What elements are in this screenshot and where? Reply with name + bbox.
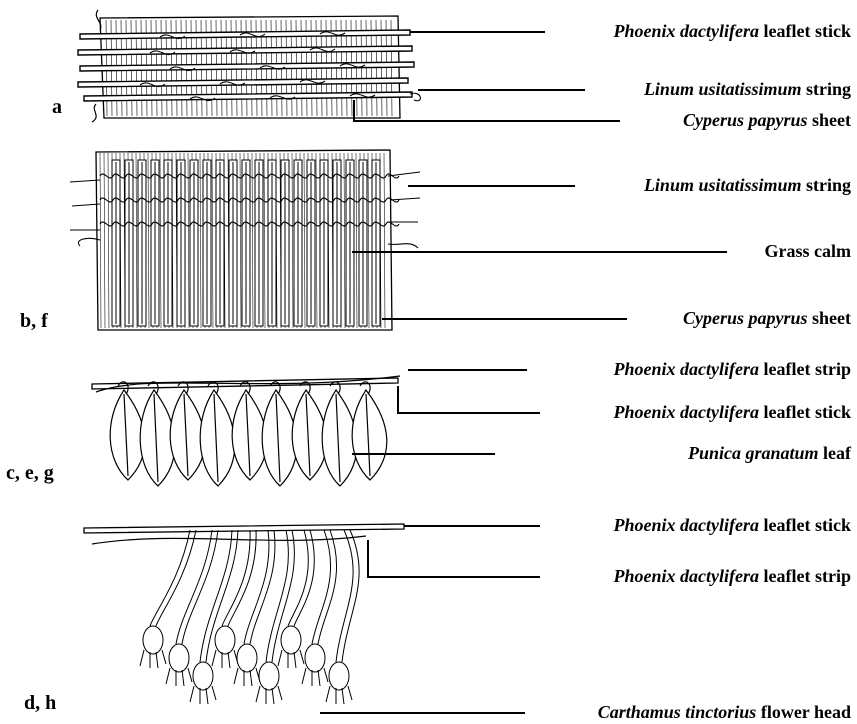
- label-d-stick: Phoenix dactylifera leaflet stick: [614, 515, 851, 535]
- label-b-string: Linum usitatissimum string: [644, 175, 851, 195]
- leaflet-strip-d: [92, 536, 366, 544]
- label-c-strip: Phoenix dactylifera leaflet strip: [614, 359, 851, 379]
- label-d-flower: Carthamus tinctorius flower head: [598, 702, 851, 722]
- label-a-sheet: Cyperus papyrus sheet: [683, 110, 851, 130]
- panel-letter-d: d, h: [24, 692, 56, 714]
- leaflet-stick-d: [84, 524, 404, 533]
- label-a-string: Linum usitatissimum string: [644, 79, 851, 99]
- leader-d-strip: [368, 540, 540, 577]
- label-c-leaf: Punica granatum leaf: [688, 443, 851, 463]
- safflower-heads: [140, 626, 352, 704]
- panel-letter-c: c, e, g: [6, 462, 54, 484]
- label-b-grass: Grass calm: [765, 241, 851, 261]
- panel-a-drawing: [78, 10, 420, 122]
- label-d-strip: Phoenix dactylifera leaflet strip: [614, 566, 851, 586]
- panel-letter-a: a: [52, 96, 62, 118]
- panel-letter-b: b, f: [20, 310, 48, 332]
- panel-c-drawing: [92, 376, 400, 486]
- safflower-stems: [150, 530, 359, 662]
- grass-calms-b: [112, 160, 380, 326]
- label-a-stick: Phoenix dactylifera leaflet stick: [614, 21, 851, 41]
- pomegranate-leaves: [110, 382, 387, 486]
- label-b-sheet: Cyperus papyrus sheet: [683, 308, 851, 328]
- label-c-stick: Phoenix dactylifera leaflet stick: [614, 402, 851, 422]
- panel-d-drawing: [84, 524, 404, 704]
- panel-b-drawing: [70, 150, 420, 330]
- leader-c-stick: [398, 386, 540, 413]
